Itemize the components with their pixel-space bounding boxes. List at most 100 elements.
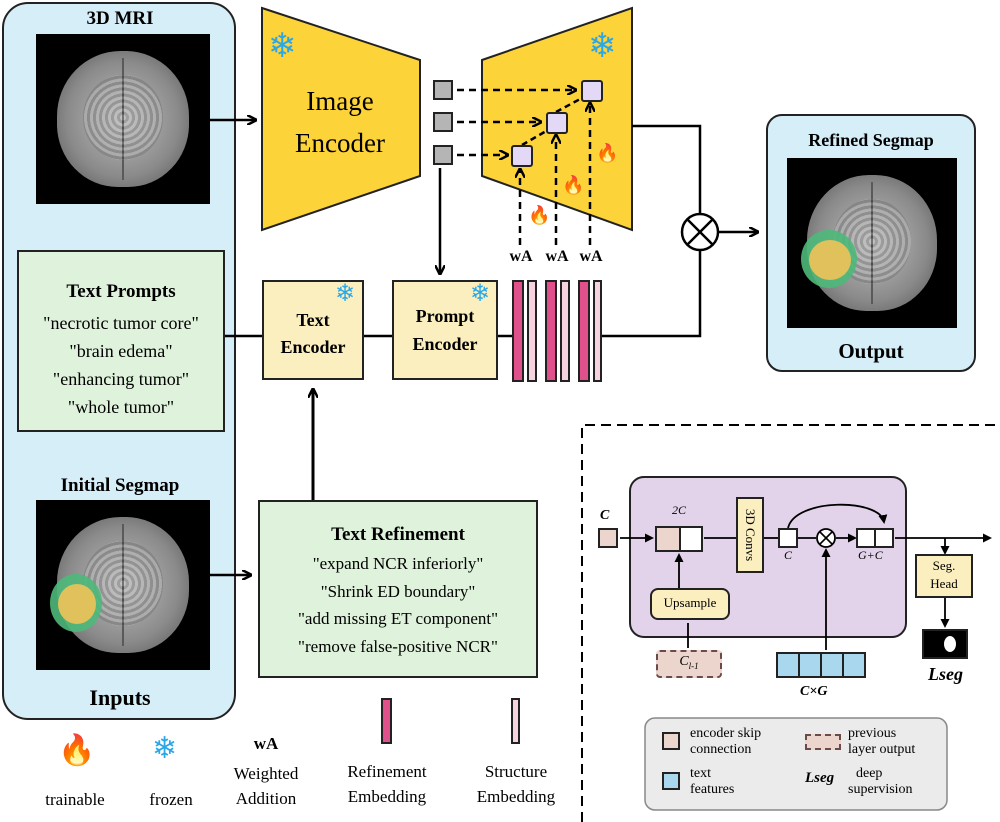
skip-legend-swatch bbox=[662, 732, 680, 750]
snowflake-icon: ❄ bbox=[268, 28, 297, 65]
image-encoder-label: Encoder bbox=[295, 128, 385, 158]
text-legend-text: text bbox=[690, 766, 711, 781]
seg-head-label: Head bbox=[930, 576, 958, 591]
mri-label: 3D MRI bbox=[86, 8, 154, 29]
snowflake-icon: ❄ bbox=[470, 281, 491, 307]
refined-segmap-image bbox=[787, 158, 957, 328]
text-encoder-label: Text bbox=[296, 310, 330, 330]
input-c-label: C bbox=[600, 508, 610, 523]
prompt-encoder-label: Encoder bbox=[412, 334, 478, 354]
snowflake-icon: ❄ bbox=[588, 28, 617, 65]
fire-icon: 🔥 bbox=[596, 143, 619, 163]
concat-skip-block bbox=[655, 526, 681, 552]
conv-block bbox=[736, 497, 764, 573]
prev-layer-sub: l-1 bbox=[688, 660, 699, 671]
skip-legend-text: encoder skip bbox=[690, 726, 762, 741]
text-feature-block bbox=[842, 652, 866, 678]
legend-structure: Structure bbox=[484, 762, 548, 781]
lseg-legend-text: supervision bbox=[848, 782, 913, 797]
refined-segmap-label: Refined Segmap bbox=[808, 130, 934, 150]
legend-trainable: trainable bbox=[45, 790, 105, 809]
text-prompt-item: "whole tumor" bbox=[67, 397, 175, 417]
text-encoder-box bbox=[262, 280, 364, 380]
text-legend-text: features bbox=[690, 782, 735, 797]
prev-legend-text: previous bbox=[848, 726, 897, 741]
input-c-block bbox=[598, 528, 618, 548]
text-prompt-item: "necrotic tumor core" bbox=[43, 313, 199, 333]
prev-legend-text: layer output bbox=[848, 742, 916, 757]
text-encoder-label: Encoder bbox=[280, 337, 346, 357]
legend-structure: Embedding bbox=[476, 787, 556, 806]
conv-out-block bbox=[778, 528, 798, 548]
legend-frozen: frozen bbox=[149, 790, 193, 809]
text-refinement-item: "expand NCR inferiorly" bbox=[312, 554, 484, 573]
legend-wa-symbol: wA bbox=[253, 734, 279, 753]
legend-refinement: Embedding bbox=[347, 787, 427, 806]
text-feature-block bbox=[798, 652, 822, 678]
weighted-addition-label: wA bbox=[545, 248, 569, 265]
two-c-label: 2C bbox=[672, 503, 687, 517]
legend-weighted: Addition bbox=[235, 789, 297, 808]
conv-label: 3D Convs bbox=[743, 508, 758, 562]
structure-embedding-bar bbox=[511, 698, 520, 744]
text-prompts-box bbox=[17, 250, 225, 432]
gc-block-right bbox=[874, 528, 894, 548]
fusion-block bbox=[581, 80, 603, 102]
feature-block bbox=[433, 145, 453, 165]
text-feature-block bbox=[776, 652, 800, 678]
cg-label: C×G bbox=[800, 684, 828, 699]
initial-segmap-label: Initial Segmap bbox=[60, 475, 180, 496]
text-prompts-title: Text Prompts bbox=[66, 281, 176, 302]
prev-layer-c: C bbox=[679, 654, 689, 669]
lseg-mask-spot bbox=[944, 636, 956, 652]
legend-refinement: Refinement bbox=[347, 762, 427, 781]
upsample-block bbox=[650, 588, 730, 620]
text-refinement-item: "Shrink ED boundary" bbox=[320, 582, 476, 601]
prompt-encoder-box bbox=[392, 280, 498, 380]
seg-head-label: Seg. bbox=[932, 558, 956, 573]
refinement-embedding-bar bbox=[381, 698, 392, 744]
lseg-legend-text: deep bbox=[856, 766, 883, 781]
image-encoder-label: Image bbox=[306, 86, 374, 116]
gc-label: G+C bbox=[858, 548, 883, 562]
prev-legend-swatch bbox=[805, 734, 841, 750]
text-refinement-item: "add missing ET component" bbox=[297, 609, 499, 628]
gc-block-left bbox=[856, 528, 876, 548]
prev-layer-block bbox=[656, 650, 722, 678]
lseg-label: Lseg bbox=[928, 664, 963, 684]
image-encoder-shape bbox=[261, 6, 421, 232]
lseg-mask bbox=[922, 629, 968, 659]
fire-icon: 🔥 bbox=[528, 205, 551, 225]
text-refinement-title: Text Refinement bbox=[331, 524, 465, 545]
weighted-addition-label: wA bbox=[509, 248, 533, 265]
structure-embedding-bar bbox=[593, 280, 602, 382]
skip-legend-text: connection bbox=[690, 742, 752, 757]
prompt-encoder-label: Prompt bbox=[415, 306, 475, 326]
text-legend-swatch bbox=[662, 772, 680, 790]
lseg-legend-symbol: Lseg bbox=[805, 770, 835, 786]
text-prompt-item: "brain edema" bbox=[69, 341, 173, 361]
text-feature-block bbox=[820, 652, 844, 678]
upsample-label: Upsample bbox=[663, 595, 717, 610]
text-refinement-item: "remove false-positive NCR" bbox=[298, 637, 498, 656]
refinement-embedding-bar bbox=[512, 280, 524, 382]
detail-legend-box bbox=[644, 717, 948, 811]
feature-block bbox=[433, 112, 453, 132]
seg-head-block bbox=[915, 554, 973, 598]
concat-up-block bbox=[679, 526, 703, 552]
text-prompt-item: "enhancing tumor" bbox=[52, 369, 190, 389]
snowflake-icon: ❄ bbox=[152, 732, 178, 765]
fusion-block bbox=[546, 112, 568, 134]
structure-embedding-bar bbox=[560, 280, 570, 382]
mri-image bbox=[36, 34, 210, 204]
initial-segmap-image bbox=[36, 500, 210, 670]
text-refinement-box bbox=[258, 500, 538, 678]
weighted-addition-label: wA bbox=[579, 248, 603, 265]
snowflake-icon: ❄ bbox=[335, 281, 356, 307]
refinement-embedding-bar bbox=[578, 280, 590, 382]
fire-icon: 🔥 bbox=[562, 175, 585, 195]
prev-layer-label: Cl-1 bbox=[656, 654, 722, 671]
inputs-label: Inputs bbox=[89, 685, 151, 710]
